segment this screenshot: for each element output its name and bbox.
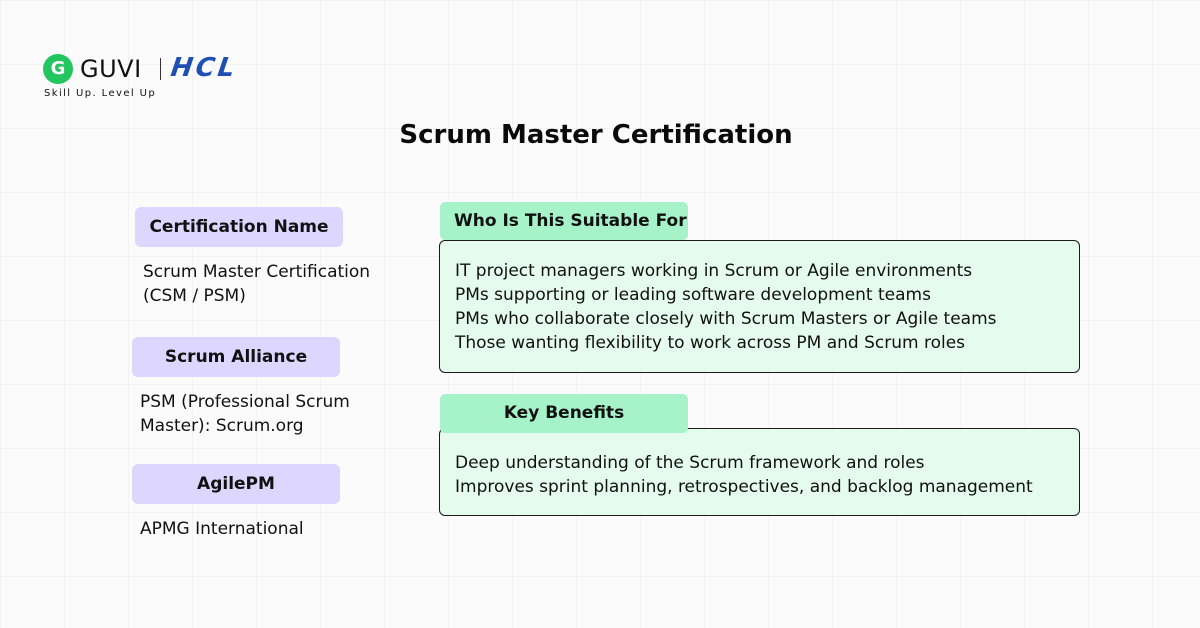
scrum-alliance-line: Master): Scrum.org xyxy=(140,416,304,436)
key-benefit-item: Deep understanding of the Scrum framewor… xyxy=(455,453,925,473)
certification-name-value: Scrum Master Certification (CSM / PSM) xyxy=(143,260,370,308)
suitable-for-item: IT project managers working in Scrum or … xyxy=(455,261,973,281)
suitable-for-box: IT project managers working in Scrum or … xyxy=(439,240,1080,373)
certification-name-line: (CSM / PSM) xyxy=(143,286,246,306)
suitable-for-item: Those wanting flexibility to work across… xyxy=(455,333,966,353)
suitable-for-item: PMs who collaborate closely with Scrum M… xyxy=(455,309,997,329)
page-title: Scrum Master Certification xyxy=(399,120,793,150)
hcl-wordmark: HCL xyxy=(168,53,240,83)
certification-name-line: Scrum Master Certification xyxy=(143,262,371,282)
agilepm-pill: AgilePM xyxy=(132,464,340,504)
logo-divider xyxy=(160,58,161,80)
suitable-for-heading: Who Is This Suitable For xyxy=(440,202,688,240)
scrum-alliance-value: PSM (Professional Scrum Master): Scrum.o… xyxy=(140,390,350,438)
key-benefit-item: Improves sprint planning, retrospectives… xyxy=(455,477,1033,497)
guvi-wordmark: GUVI xyxy=(80,55,142,83)
agilepm-line: APMG International xyxy=(140,519,304,539)
brand-tagline: Skill Up. Level Up xyxy=(44,88,157,99)
guvi-logo-icon: G xyxy=(43,54,73,84)
brand-logo: G GUVI HCL Skill Up. Level Up xyxy=(43,52,303,102)
certification-name-pill: Certification Name xyxy=(135,207,343,247)
agilepm-value: APMG International xyxy=(140,517,304,541)
scrum-alliance-line: PSM (Professional Scrum xyxy=(140,392,350,412)
suitable-for-item: PMs supporting or leading software devel… xyxy=(455,285,931,305)
scrum-alliance-pill: Scrum Alliance xyxy=(132,337,340,377)
key-benefits-heading: Key Benefits xyxy=(440,394,688,433)
key-benefits-box: Deep understanding of the Scrum framewor… xyxy=(439,428,1080,516)
